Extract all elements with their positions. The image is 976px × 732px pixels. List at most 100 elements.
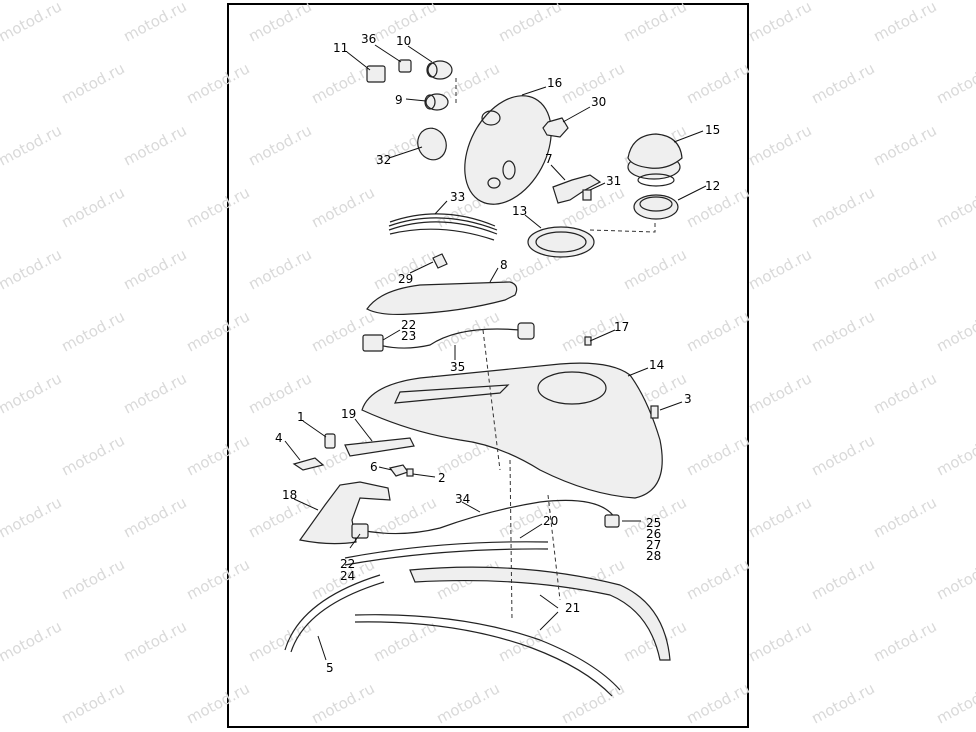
callout-layer: 11 36 10 16 9 30 32 15 7 31 12 33 13 29 … (275, 32, 720, 675)
watermark-text: motod.ru (58, 59, 127, 107)
watermark-text: motod.ru (433, 679, 502, 727)
watermark-text: motod.ru (183, 183, 252, 231)
watermark-text: motod.ru (183, 679, 252, 727)
watermark-text: motod.ru (0, 369, 65, 417)
watermark-text: motod.ru (808, 307, 877, 355)
part-32-disc (417, 127, 447, 161)
callout-19: 19 (341, 407, 356, 421)
watermark-text: motod.ru (933, 307, 976, 355)
callout-25: 25 (646, 516, 661, 530)
part-34-harness (351, 499, 620, 539)
watermark-text: motod.ru (870, 369, 939, 417)
callout-28: 28 (646, 549, 661, 563)
callout-24: 24 (340, 569, 355, 583)
part-9-bulb (424, 93, 449, 111)
watermark-text: motod.ru (620, 245, 689, 293)
callout-27: 27 (646, 538, 661, 552)
watermark-text: motod.ru (870, 617, 939, 665)
watermark-text: motod.ru (683, 431, 752, 479)
part-14-main-housing (361, 362, 663, 499)
part-21-trim (354, 566, 671, 697)
callout-9: 9 (395, 93, 403, 107)
watermark-text: motod.ru (620, 0, 689, 46)
part-31-screw (582, 189, 592, 201)
watermark-text: motod.ru (808, 183, 877, 231)
watermark-text: motod.ru (683, 555, 752, 603)
part-36-bulb-holder (398, 59, 412, 73)
part-15-fuel-cap (627, 133, 683, 187)
part-8-cover (366, 281, 518, 316)
callout-30: 30 (591, 95, 606, 109)
callout-18: 18 (282, 488, 297, 502)
callout-7: 7 (545, 152, 553, 166)
part-11-socket (366, 65, 386, 83)
part-12-ring (633, 194, 679, 220)
callout-11: 11 (333, 41, 348, 55)
watermark-text: motod.ru (0, 183, 3, 231)
watermark-text: motod.ru (745, 493, 814, 541)
callout-34: 34 (455, 492, 470, 506)
watermark-text: motod.ru (745, 369, 814, 417)
part-7-bracket (552, 174, 602, 204)
watermark-text: motod.ru (683, 59, 752, 107)
watermark-text: motod.ru (933, 59, 976, 107)
watermark-text: motod.ru (308, 183, 377, 231)
callout-20: 20 (543, 514, 558, 528)
watermark-text: motod.ru (120, 245, 189, 293)
watermark-text: motod.ru (0, 0, 65, 46)
watermark-text: motod.ru (0, 307, 3, 355)
part-10-bulb (426, 60, 453, 80)
watermark-text: motod.ru (808, 431, 877, 479)
callout-4: 4 (275, 431, 283, 445)
watermark-text: motod.ru (0, 121, 65, 169)
part-35-harness (362, 322, 535, 352)
watermark-text: motod.ru (0, 245, 65, 293)
watermark-text: motod.ru (245, 617, 314, 665)
watermark-text: motod.ru (495, 0, 564, 46)
part-13-gasket (527, 226, 595, 258)
part-2-screw (406, 468, 414, 477)
watermark-text: motod.ru (183, 555, 252, 603)
callout-26: 26 (646, 527, 661, 541)
callout-31: 31 (606, 174, 621, 188)
watermark-text: motod.ru (183, 307, 252, 355)
watermark-text: motod.ru (0, 59, 3, 107)
part-33-trim-strip (388, 213, 498, 241)
callout-10: 10 (396, 34, 411, 48)
callout-15: 15 (705, 123, 720, 137)
watermark-text: motod.ru (933, 679, 976, 727)
watermark-text: motod.ru (808, 679, 877, 727)
watermark-text: motod.ru (683, 679, 752, 727)
part-6-clip (388, 464, 409, 477)
watermark-text: motod.ru (0, 679, 3, 727)
callout-22-lower: 22 (340, 557, 355, 571)
watermark-text: motod.ru (745, 121, 814, 169)
part-3-screw (650, 405, 659, 419)
callout-8: 8 (500, 258, 508, 272)
watermark-text: motod.ru (120, 369, 189, 417)
watermark-text: motod.ru (745, 0, 814, 46)
watermark-text: motod.ru (808, 59, 877, 107)
alignment-lines (455, 78, 656, 621)
callout-35: 35 (450, 360, 465, 374)
watermark-text: motod.ru (933, 431, 976, 479)
part-29-clip (432, 253, 448, 269)
callout-2: 2 (438, 471, 446, 485)
watermark-text: motod.ru (245, 121, 314, 169)
callout-17: 17 (614, 320, 629, 334)
watermark-text: motod.ru (870, 121, 939, 169)
watermark-text: motod.ru (683, 307, 752, 355)
watermark-text: motod.ru (183, 431, 252, 479)
watermark-text: motod.ru (245, 0, 314, 46)
watermark-text: motod.ru (933, 555, 976, 603)
watermark-text: motod.ru (120, 0, 189, 46)
callout-21: 21 (565, 601, 580, 615)
callout-16: 16 (547, 76, 562, 90)
watermark-text: motod.ru (0, 493, 65, 541)
watermark-text: motod.ru (58, 679, 127, 727)
watermark-text: motod.ru (245, 245, 314, 293)
callout-12: 12 (705, 179, 720, 193)
watermark-text: motod.ru (933, 183, 976, 231)
